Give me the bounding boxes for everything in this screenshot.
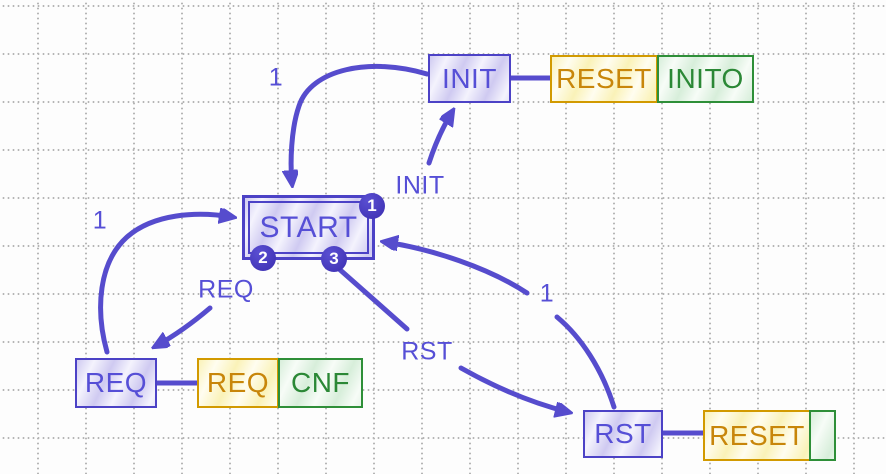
badge-1-number: 1: [367, 196, 377, 215]
action-order-badge-1: 1: [359, 193, 385, 219]
transition-label-start-to-rst[interactable]: RST: [401, 337, 453, 366]
state-req-label: REQ: [84, 367, 148, 398]
output-req-label: CNF: [290, 367, 351, 398]
output-event-box-rst-empty[interactable]: [809, 410, 836, 461]
transition-init-to-start[interactable]: [291, 63, 430, 183]
state-rst-label: RST: [594, 418, 652, 449]
transition-label-rst-to-start[interactable]: 1: [539, 279, 555, 308]
output-event-box-req[interactable]: CNF: [278, 358, 363, 408]
transition-label-start-to-req[interactable]: REQ: [198, 275, 254, 304]
state-start-label: START: [259, 210, 358, 244]
algorithm-rst-label: RESET: [709, 419, 805, 451]
transition-label-start-to-init[interactable]: INIT: [395, 171, 445, 200]
transition-rst-to-start[interactable]: [385, 242, 530, 296]
state-init-label: INIT: [442, 62, 497, 94]
transition-start-to-rst[interactable]: [458, 365, 568, 412]
action-order-badge-2: 2: [250, 245, 276, 271]
algorithm-box-req[interactable]: REQ: [197, 358, 279, 408]
state-rst[interactable]: RST: [583, 410, 663, 458]
algorithm-box-init[interactable]: RESET: [550, 55, 658, 103]
badge-3-number: 3: [329, 249, 339, 268]
output-init-label: INITO: [667, 63, 744, 94]
output-event-box-init[interactable]: INITO: [657, 55, 754, 103]
transition-rst-to-start-segment[interactable]: [554, 314, 617, 410]
algorithm-req-label: REQ: [206, 367, 270, 398]
transition-start-to-rst-segment[interactable]: [335, 265, 410, 332]
transition-start-to-req[interactable]: [156, 305, 213, 346]
transition-start-to-init[interactable]: [426, 112, 452, 166]
transition-req-to-start[interactable]: [98, 214, 232, 355]
transition-label-init-to-start[interactable]: 1: [268, 63, 284, 92]
algorithm-init-label: RESET: [556, 63, 652, 94]
state-req[interactable]: REQ: [75, 358, 157, 408]
algorithm-box-rst[interactable]: RESET: [703, 410, 811, 461]
badge-2-number: 2: [258, 248, 268, 267]
state-init[interactable]: INIT: [428, 54, 511, 103]
action-order-badge-3: 3: [321, 246, 347, 272]
transition-label-req-to-start[interactable]: 1: [92, 206, 108, 235]
